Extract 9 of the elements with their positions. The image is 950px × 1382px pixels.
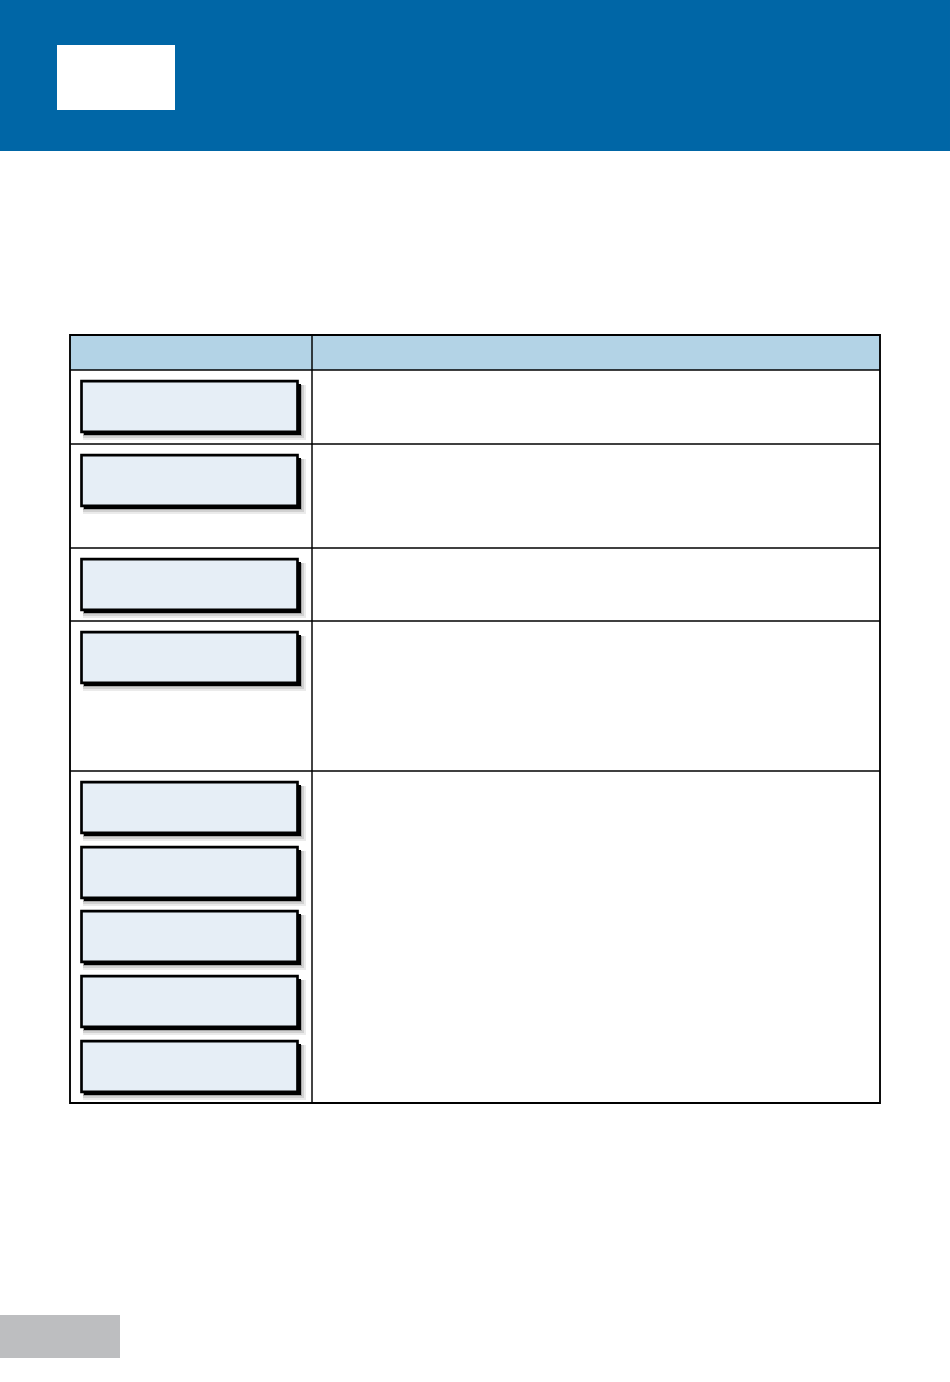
button-box <box>80 780 306 841</box>
button-box <box>80 453 306 514</box>
button-box <box>80 974 306 1035</box>
button-box <box>80 845 306 906</box>
button-box <box>80 909 306 970</box>
button-box <box>80 557 306 618</box>
button-box <box>80 1039 306 1100</box>
button-box <box>80 379 306 440</box>
button-box <box>80 630 306 691</box>
